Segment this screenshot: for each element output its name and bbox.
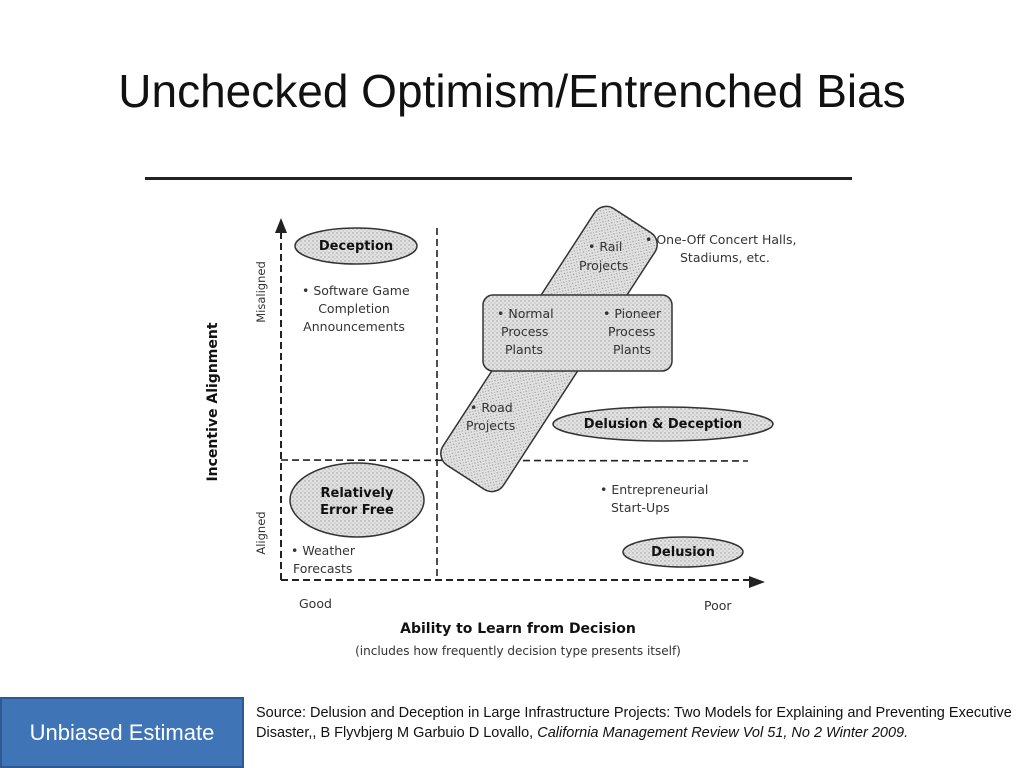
delusion-label: Delusion [651, 545, 715, 560]
x-axis-sublabel: (includes how frequently decision type p… [355, 644, 681, 658]
source-text: Source: Delusion and Deception in Large … [256, 705, 1012, 741]
source-journal: California Management Review Vol 51, No … [537, 725, 909, 741]
delusion-deception-zone [552, 406, 774, 442]
y-axis-arrow-icon [275, 218, 287, 233]
x-axis-label: Ability to Learn from Decision [400, 621, 636, 637]
deception-zone [294, 227, 418, 265]
y-top-label: Misaligned [254, 261, 268, 323]
normal-item-2: Process [501, 324, 548, 339]
normal-item-3: Plants [505, 342, 543, 357]
software-item-2: Completion [318, 301, 390, 316]
error-free-label-2: Error Free [320, 503, 394, 518]
rail-item-1: • Rail [588, 239, 622, 254]
entrepreneurial-item-2: Start-Ups [611, 500, 670, 515]
source-citation: Source: Delusion and Deception in Large … [256, 703, 1016, 743]
relatively-error-free-zone [289, 462, 425, 538]
concert-item-2: Stadiums, etc. [680, 250, 770, 265]
y-bottom-label: Aligned [254, 511, 268, 554]
x-axis-arrow-icon [749, 576, 765, 588]
x-right-label: Poor [704, 598, 732, 613]
slide-title: Unchecked Optimism/Entrenched Bias [118, 65, 906, 117]
rail-item-2: Projects [579, 258, 628, 273]
process-plants-box [482, 294, 673, 372]
weather-item-1: • Weather [291, 543, 356, 558]
road-item-1: • Road [470, 400, 513, 415]
x-left-label: Good [299, 596, 332, 611]
weather-item-2: Forecasts [293, 561, 352, 576]
pioneer-item-2: Process [608, 324, 655, 339]
concert-item-1: • One-Off Concert Halls, [645, 232, 796, 247]
entrepreneurial-item-1: • Entrepreneurial [600, 482, 708, 497]
deception-label: Deception [319, 239, 393, 254]
unbiased-estimate-button[interactable]: Unbiased Estimate [0, 697, 244, 768]
software-item-1: • Software Game [302, 283, 410, 298]
pioneer-item-1: • Pioneer [603, 306, 662, 321]
road-item-2: Projects [466, 418, 515, 433]
error-free-label-1: Relatively [321, 486, 394, 501]
normal-item-1: • Normal [497, 306, 554, 321]
pioneer-item-3: Plants [613, 342, 651, 357]
delusion-deception-label: Delusion & Deception [584, 417, 742, 432]
software-item-3: Announcements [303, 319, 405, 334]
title-divider [145, 177, 852, 180]
delusion-zone [622, 536, 744, 568]
y-axis-label: Incentive Alignment [205, 322, 221, 481]
